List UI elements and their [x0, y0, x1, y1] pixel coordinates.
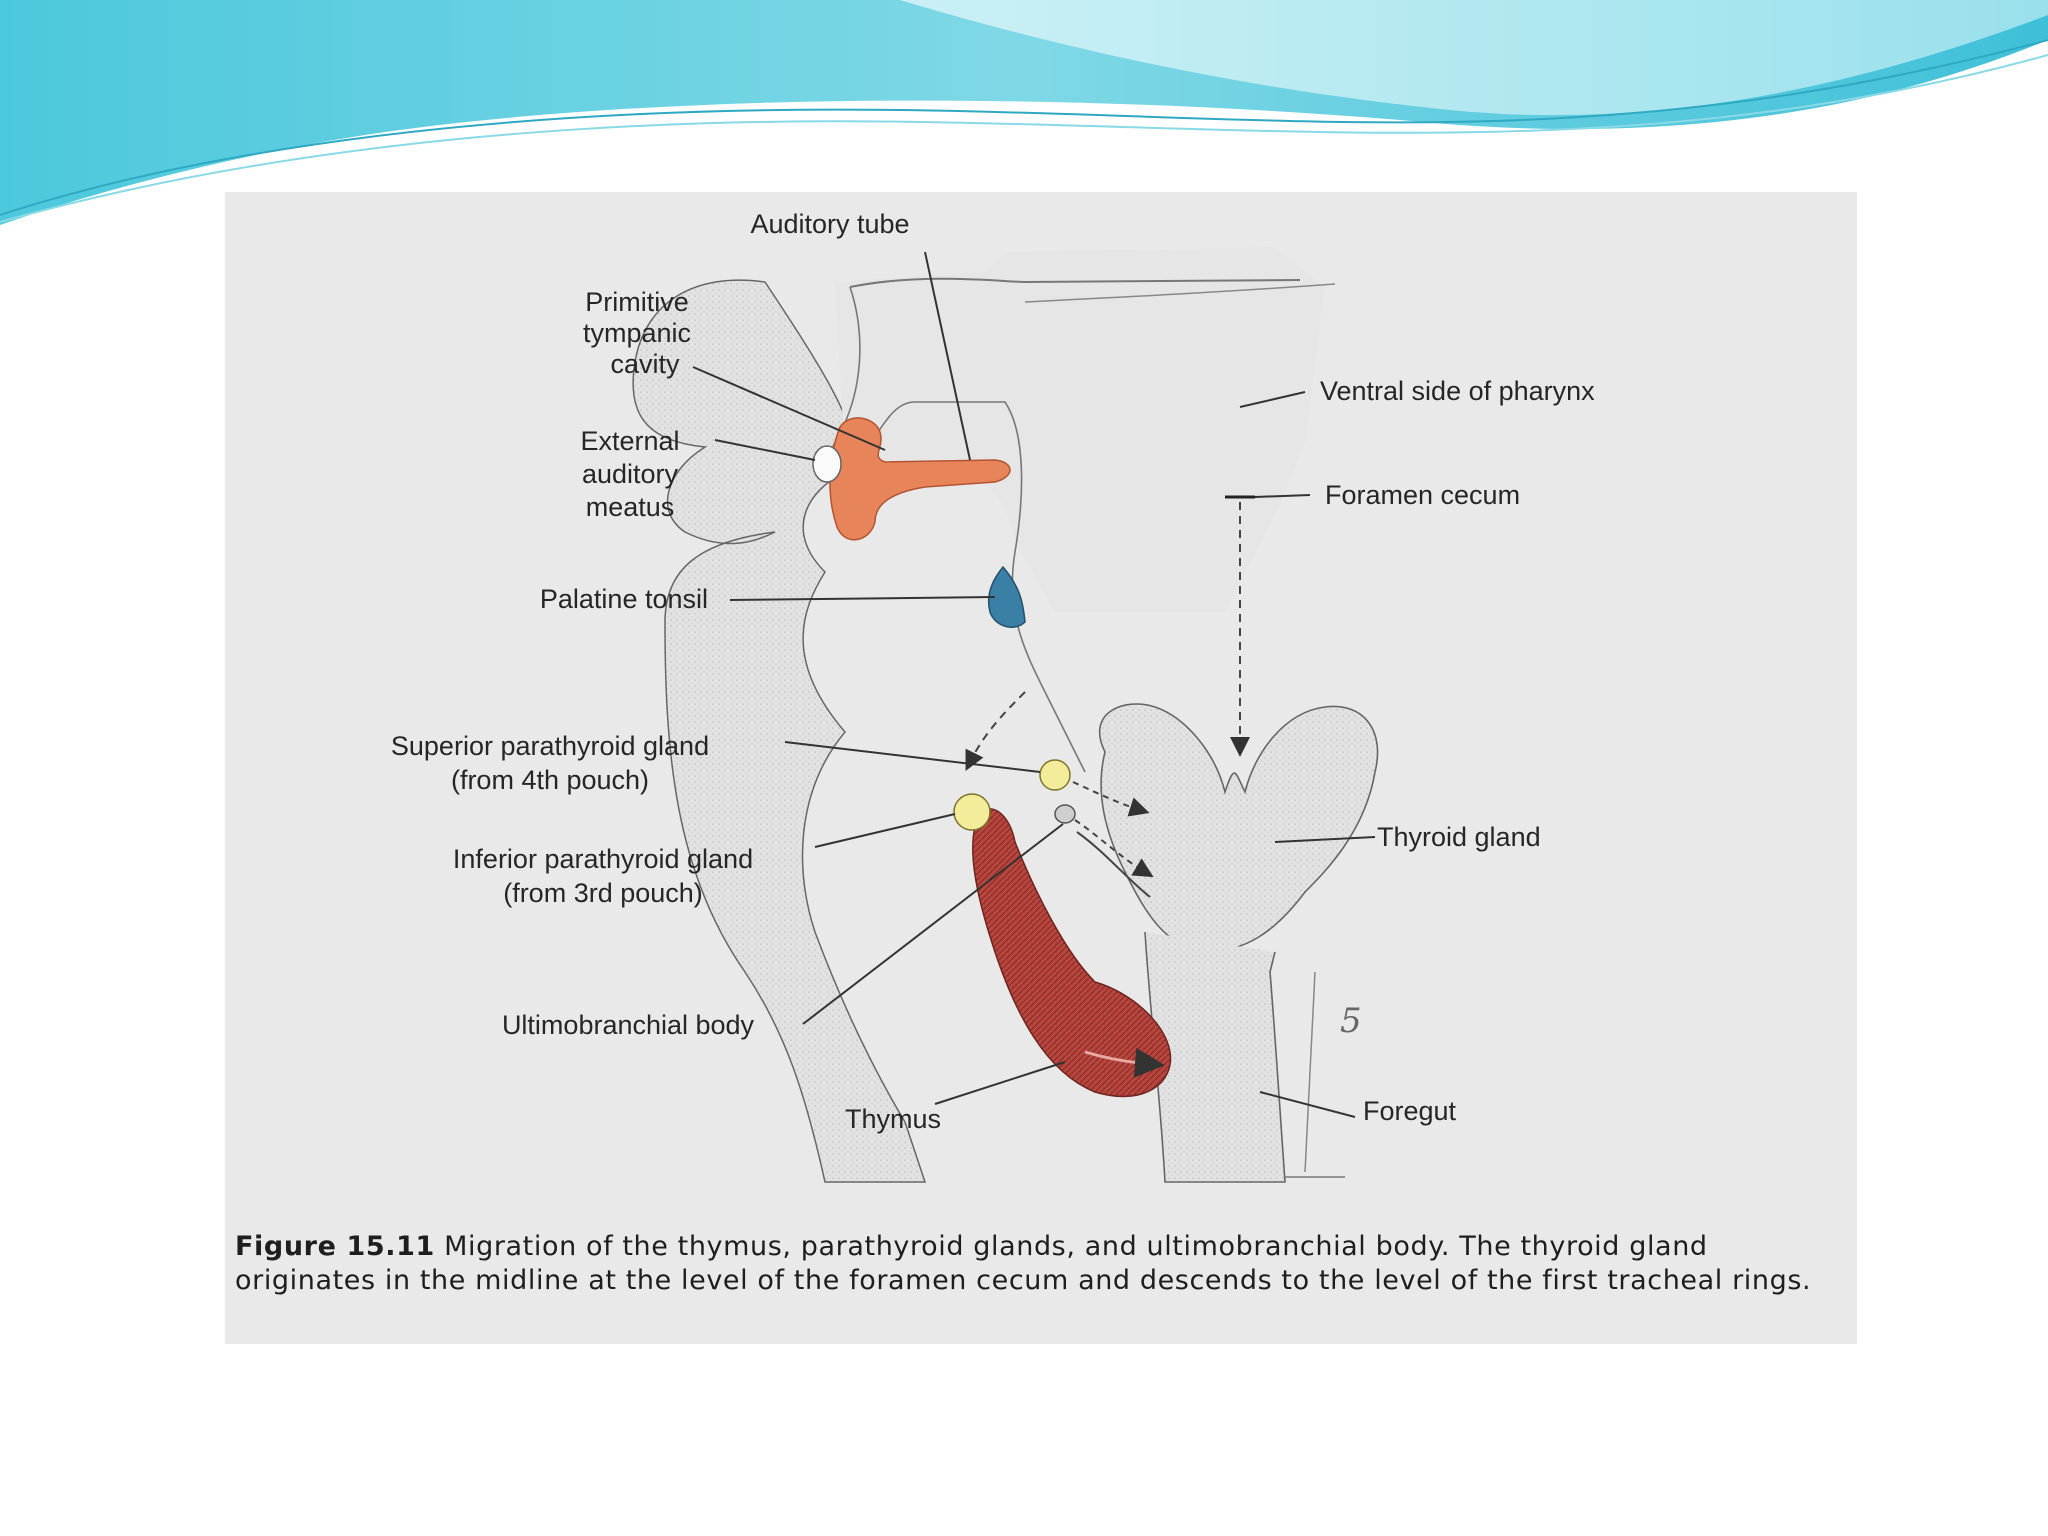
embryology-diagram: 5 Auditory tube Primitive tympanic cavit…	[391, 209, 1595, 1183]
leader-thyroid-gland	[1274, 836, 1376, 843]
label-meatus-line-2: auditory	[582, 459, 679, 489]
ventral-pharynx-region	[835, 247, 1325, 612]
figure-caption: Figure 15.11 Migration of the thymus, pa…	[235, 1230, 1845, 1298]
figure-panel: 5 Auditory tube Primitive tympanic cavit…	[225, 192, 1857, 1344]
leader-superior-parathyroid	[784, 741, 1041, 773]
migration-path-superior	[965, 691, 1026, 771]
label-palatine-tonsil: Palatine tonsil	[540, 584, 708, 614]
leader-tympanic-cavity	[692, 366, 886, 451]
pharynx-outline	[632, 279, 927, 1183]
leader-ultimobranchial	[802, 823, 1064, 1025]
label-thyroid-gland: Thyroid gland	[1377, 822, 1541, 852]
label-superior-parathyroid-line-2: (from 4th pouch)	[451, 765, 649, 795]
handwritten-mark: 5	[1340, 1001, 1362, 1041]
leader-palatine-tonsil	[729, 596, 996, 601]
migration-arrow-3	[1076, 831, 1151, 898]
leader-thymus	[934, 1061, 1066, 1105]
inferior-parathyroid-shape	[953, 793, 991, 831]
migration-arrow-1	[1072, 781, 1150, 817]
thymus-shape	[972, 808, 1172, 1098]
label-foregut: Foregut	[1363, 1096, 1457, 1126]
ultimobranchial-body-shape	[1054, 804, 1076, 824]
label-inferior-parathyroid-line-2: (from 3rd pouch)	[503, 878, 703, 908]
foregut-tube	[1144, 931, 1286, 1183]
thymus-migration-arrow	[1084, 1047, 1165, 1078]
pharynx-top-edge-2	[1024, 283, 1336, 303]
label-superior-parathyroid-line-1: Superior parathyroid gland	[391, 731, 709, 761]
foregut-back-line	[1304, 971, 1316, 1173]
label-tympanic-line-1: Primitive	[585, 287, 689, 317]
external-meatus-shape	[812, 445, 842, 483]
label-tympanic-line-3: cavity	[610, 349, 680, 379]
leader-inferior-parathyroid	[814, 813, 956, 848]
label-meatus-line-1: External	[580, 426, 679, 456]
leader-ventral-pharynx	[1239, 391, 1306, 408]
tympanic-cavity-shape	[829, 417, 1011, 541]
label-ultimobranchial-body: Ultimobranchial body	[502, 1010, 755, 1040]
caption-label: Figure 15.11	[235, 1231, 435, 1262]
pharynx-top-edge	[849, 277, 1301, 288]
leader-auditory-tube	[924, 251, 971, 461]
label-tympanic-line-2: tympanic	[583, 318, 691, 348]
migration-arrow-2	[1074, 819, 1154, 878]
label-foramen-cecum: Foramen cecum	[1325, 480, 1520, 510]
leader-foramen-cecum	[1254, 494, 1311, 498]
caption-text: Migration of the thymus, parathyroid gla…	[235, 1231, 1812, 1296]
superior-parathyroid-shape	[1039, 759, 1071, 791]
label-thymus: Thymus	[845, 1104, 941, 1134]
label-meatus-line-3: meatus	[586, 492, 675, 522]
leader-external-meatus	[714, 439, 816, 461]
label-inferior-parathyroid-line-1: Inferior parathyroid gland	[453, 844, 753, 874]
palatine-tonsil-shape	[988, 565, 1026, 628]
thyroid-gland-shape	[1098, 703, 1379, 953]
label-auditory-tube: Auditory tube	[750, 209, 909, 239]
slide-header-wave	[0, 0, 2048, 225]
label-ventral-pharynx: Ventral side of pharynx	[1320, 376, 1595, 406]
leader-foregut	[1259, 1091, 1356, 1118]
